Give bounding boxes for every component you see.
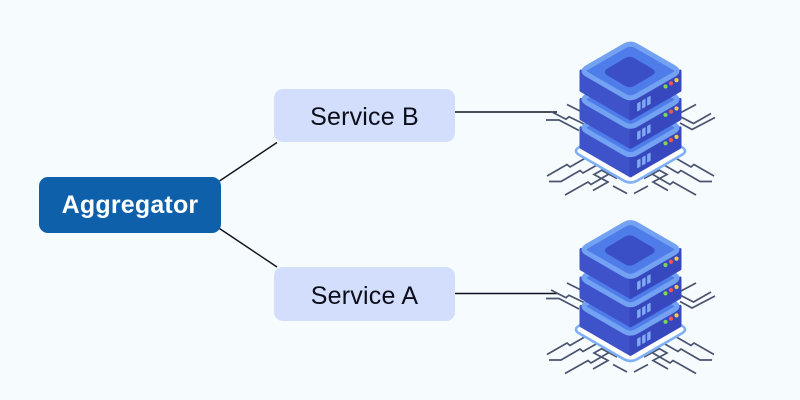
node-service-b-label: Service B (310, 103, 419, 131)
server-stack-bottom-icon (546, 223, 715, 374)
node-aggregator-label: Aggregator (61, 190, 199, 219)
node-aggregator[interactable]: Aggregator (39, 177, 221, 233)
node-service-a-label: Service A (310, 281, 419, 310)
edges (219, 111, 557, 295)
node-service-a[interactable]: Service A (274, 267, 455, 321)
server-stack-top-icon (546, 44, 715, 195)
edge-aggregator-service-b (219, 141, 278, 182)
edge-aggregator-service-a (219, 227, 278, 268)
node-service-b[interactable]: Service B (274, 89, 455, 142)
